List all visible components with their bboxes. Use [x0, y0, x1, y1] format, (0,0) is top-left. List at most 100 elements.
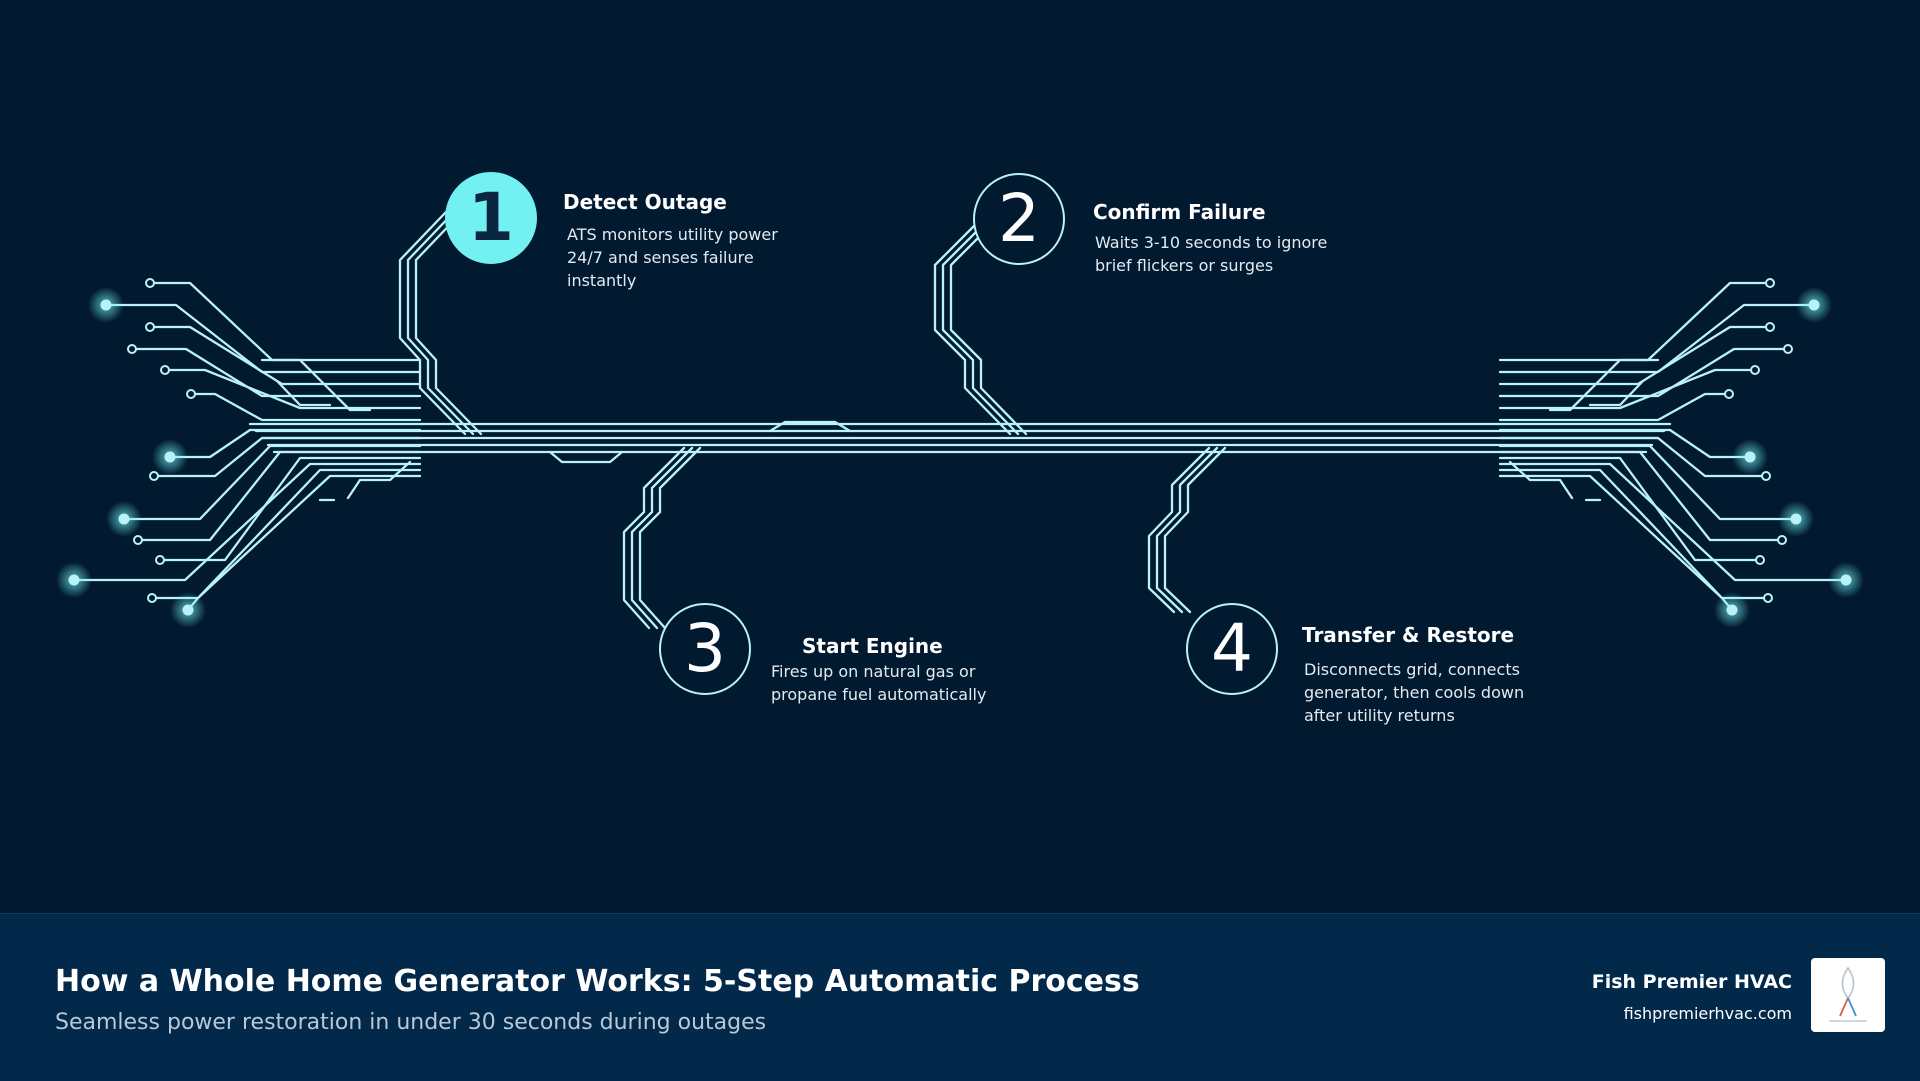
footer-title: How a Whole Home Generator Works: 5-Step…	[55, 964, 1140, 999]
circuit-node	[1761, 471, 1771, 481]
circuit-trace	[276, 380, 332, 407]
circuit-trace	[1498, 281, 1772, 362]
footer-subtitle: Seamless power restoration in under 30 s…	[55, 1010, 767, 1035]
circuit-node	[1726, 604, 1738, 616]
circuit-trace	[1498, 456, 1762, 562]
circuit-trace	[768, 420, 852, 433]
step-4-description-line: generator, then cools down	[1304, 683, 1525, 702]
circuit-trace	[1588, 380, 1644, 407]
step-1-description-line: ATS monitors utility power	[567, 225, 778, 244]
step-2-description-line: Waits 3-10 seconds to ignore	[1095, 233, 1328, 252]
step-3-description-line: Fires up on natural gas or	[771, 662, 976, 681]
footer-banner: How a Whole Home Generator Works: 5-Step…	[0, 913, 1920, 1081]
circuit-trace	[1498, 444, 1798, 521]
circuit-trace	[1498, 303, 1816, 374]
circuit-node	[1763, 593, 1773, 603]
circuit-node	[1750, 365, 1760, 375]
step-4-title: Transfer & Restore	[1302, 623, 1515, 647]
step-2-title: Confirm Failure	[1093, 200, 1266, 224]
circuit-trace	[398, 210, 467, 436]
brand-name: Fish Premier HVAC	[1591, 971, 1792, 993]
circuit-trace	[148, 281, 422, 362]
circuit-node	[100, 299, 112, 311]
circuit-node	[1724, 389, 1734, 399]
step-4-description-line: after utility returns	[1304, 706, 1455, 725]
step-1-title: Detect Outage	[563, 190, 727, 214]
circuit-node	[133, 535, 143, 545]
circuit-node	[145, 322, 155, 332]
step-4-description: Disconnects grid, connects generator, th…	[1304, 658, 1524, 727]
circuit-trace	[1548, 358, 1660, 412]
circuit-node	[1765, 278, 1775, 288]
circuit-node	[1790, 513, 1802, 525]
circuit-trace	[152, 436, 422, 478]
circuit-node	[186, 389, 196, 399]
circuit-node	[155, 555, 165, 565]
circuit-trace	[1498, 347, 1790, 398]
circuit-node	[1840, 574, 1852, 586]
step-2-number: 2	[973, 173, 1065, 265]
circuit-trace	[1147, 446, 1211, 614]
fish-logo-icon	[1811, 958, 1885, 1032]
step-2-description: Waits 3-10 seconds to ignore brief flick…	[1095, 231, 1327, 277]
circuit-node	[118, 513, 130, 525]
step-4-description-line: Disconnects grid, connects	[1304, 660, 1520, 679]
step-3-description-line: propane fuel automatically	[771, 685, 987, 704]
circuit-node	[145, 278, 155, 288]
circuit-node	[1777, 535, 1787, 545]
circuit-trace	[104, 303, 422, 374]
circuit-node	[1744, 451, 1756, 463]
step-3-number: 3	[659, 603, 751, 695]
circuit-trace	[1498, 468, 1770, 600]
circuit-node	[1808, 299, 1820, 311]
circuit-node	[182, 604, 194, 616]
step-1-number: 1	[445, 172, 537, 264]
circuit-trace	[630, 446, 694, 630]
diagram-area: 1 Detect Outage ATS monitors utility pow…	[56, 172, 1864, 727]
circuit-trace	[638, 446, 702, 630]
step-1-description: ATS monitors utility power 24/7 and sens…	[567, 223, 778, 292]
circuit-trace	[414, 210, 483, 436]
circuit-trace	[122, 444, 422, 521]
circuit-trace	[136, 450, 422, 542]
brand-url: fishpremierhvac.com	[1623, 1004, 1792, 1023]
circuit-trace	[933, 223, 1012, 436]
circuit-node	[160, 365, 170, 375]
circuit-trace	[941, 223, 1020, 436]
circuit-trace	[163, 368, 422, 410]
circuit-trace	[1498, 368, 1757, 410]
circuit-node	[1765, 322, 1775, 332]
circuit-node	[149, 471, 159, 481]
circuit-trace	[949, 223, 1028, 436]
circuit-board-graphic	[56, 210, 1864, 630]
circuit-trace	[406, 210, 475, 436]
circuit-trace	[1498, 462, 1848, 582]
circuit-trace	[260, 358, 372, 412]
circuit-trace	[148, 325, 422, 386]
circuit-trace	[1498, 428, 1752, 459]
circuit-node	[147, 593, 157, 603]
circuit-node	[127, 344, 137, 354]
circuit-trace	[158, 456, 422, 562]
circuit-node	[1755, 555, 1765, 565]
circuit-trace	[1508, 460, 1574, 500]
circuit-node	[164, 451, 176, 463]
step-4-number: 4	[1186, 603, 1278, 695]
step-1-description-line: 24/7 and senses failure	[567, 248, 754, 267]
circuit-trace	[1155, 446, 1219, 614]
circuit-trace	[150, 468, 422, 600]
step-1-description-line: instantly	[567, 271, 637, 290]
circuit-node	[68, 574, 80, 586]
circuit-node	[1783, 344, 1793, 354]
circuit-trace	[1498, 450, 1784, 542]
circuit-trace	[1498, 392, 1731, 422]
circuit-trace	[168, 428, 422, 459]
step-3-title: Start Engine	[802, 634, 943, 658]
circuit-trace	[72, 462, 422, 582]
circuit-trace	[548, 450, 624, 464]
circuit-trace	[1163, 446, 1227, 614]
circuit-trace	[1498, 325, 1772, 386]
step-2-description-line: brief flickers or surges	[1095, 256, 1274, 275]
circuit-trace	[346, 460, 412, 500]
step-3-description: Fires up on natural gas or propane fuel …	[771, 660, 986, 706]
